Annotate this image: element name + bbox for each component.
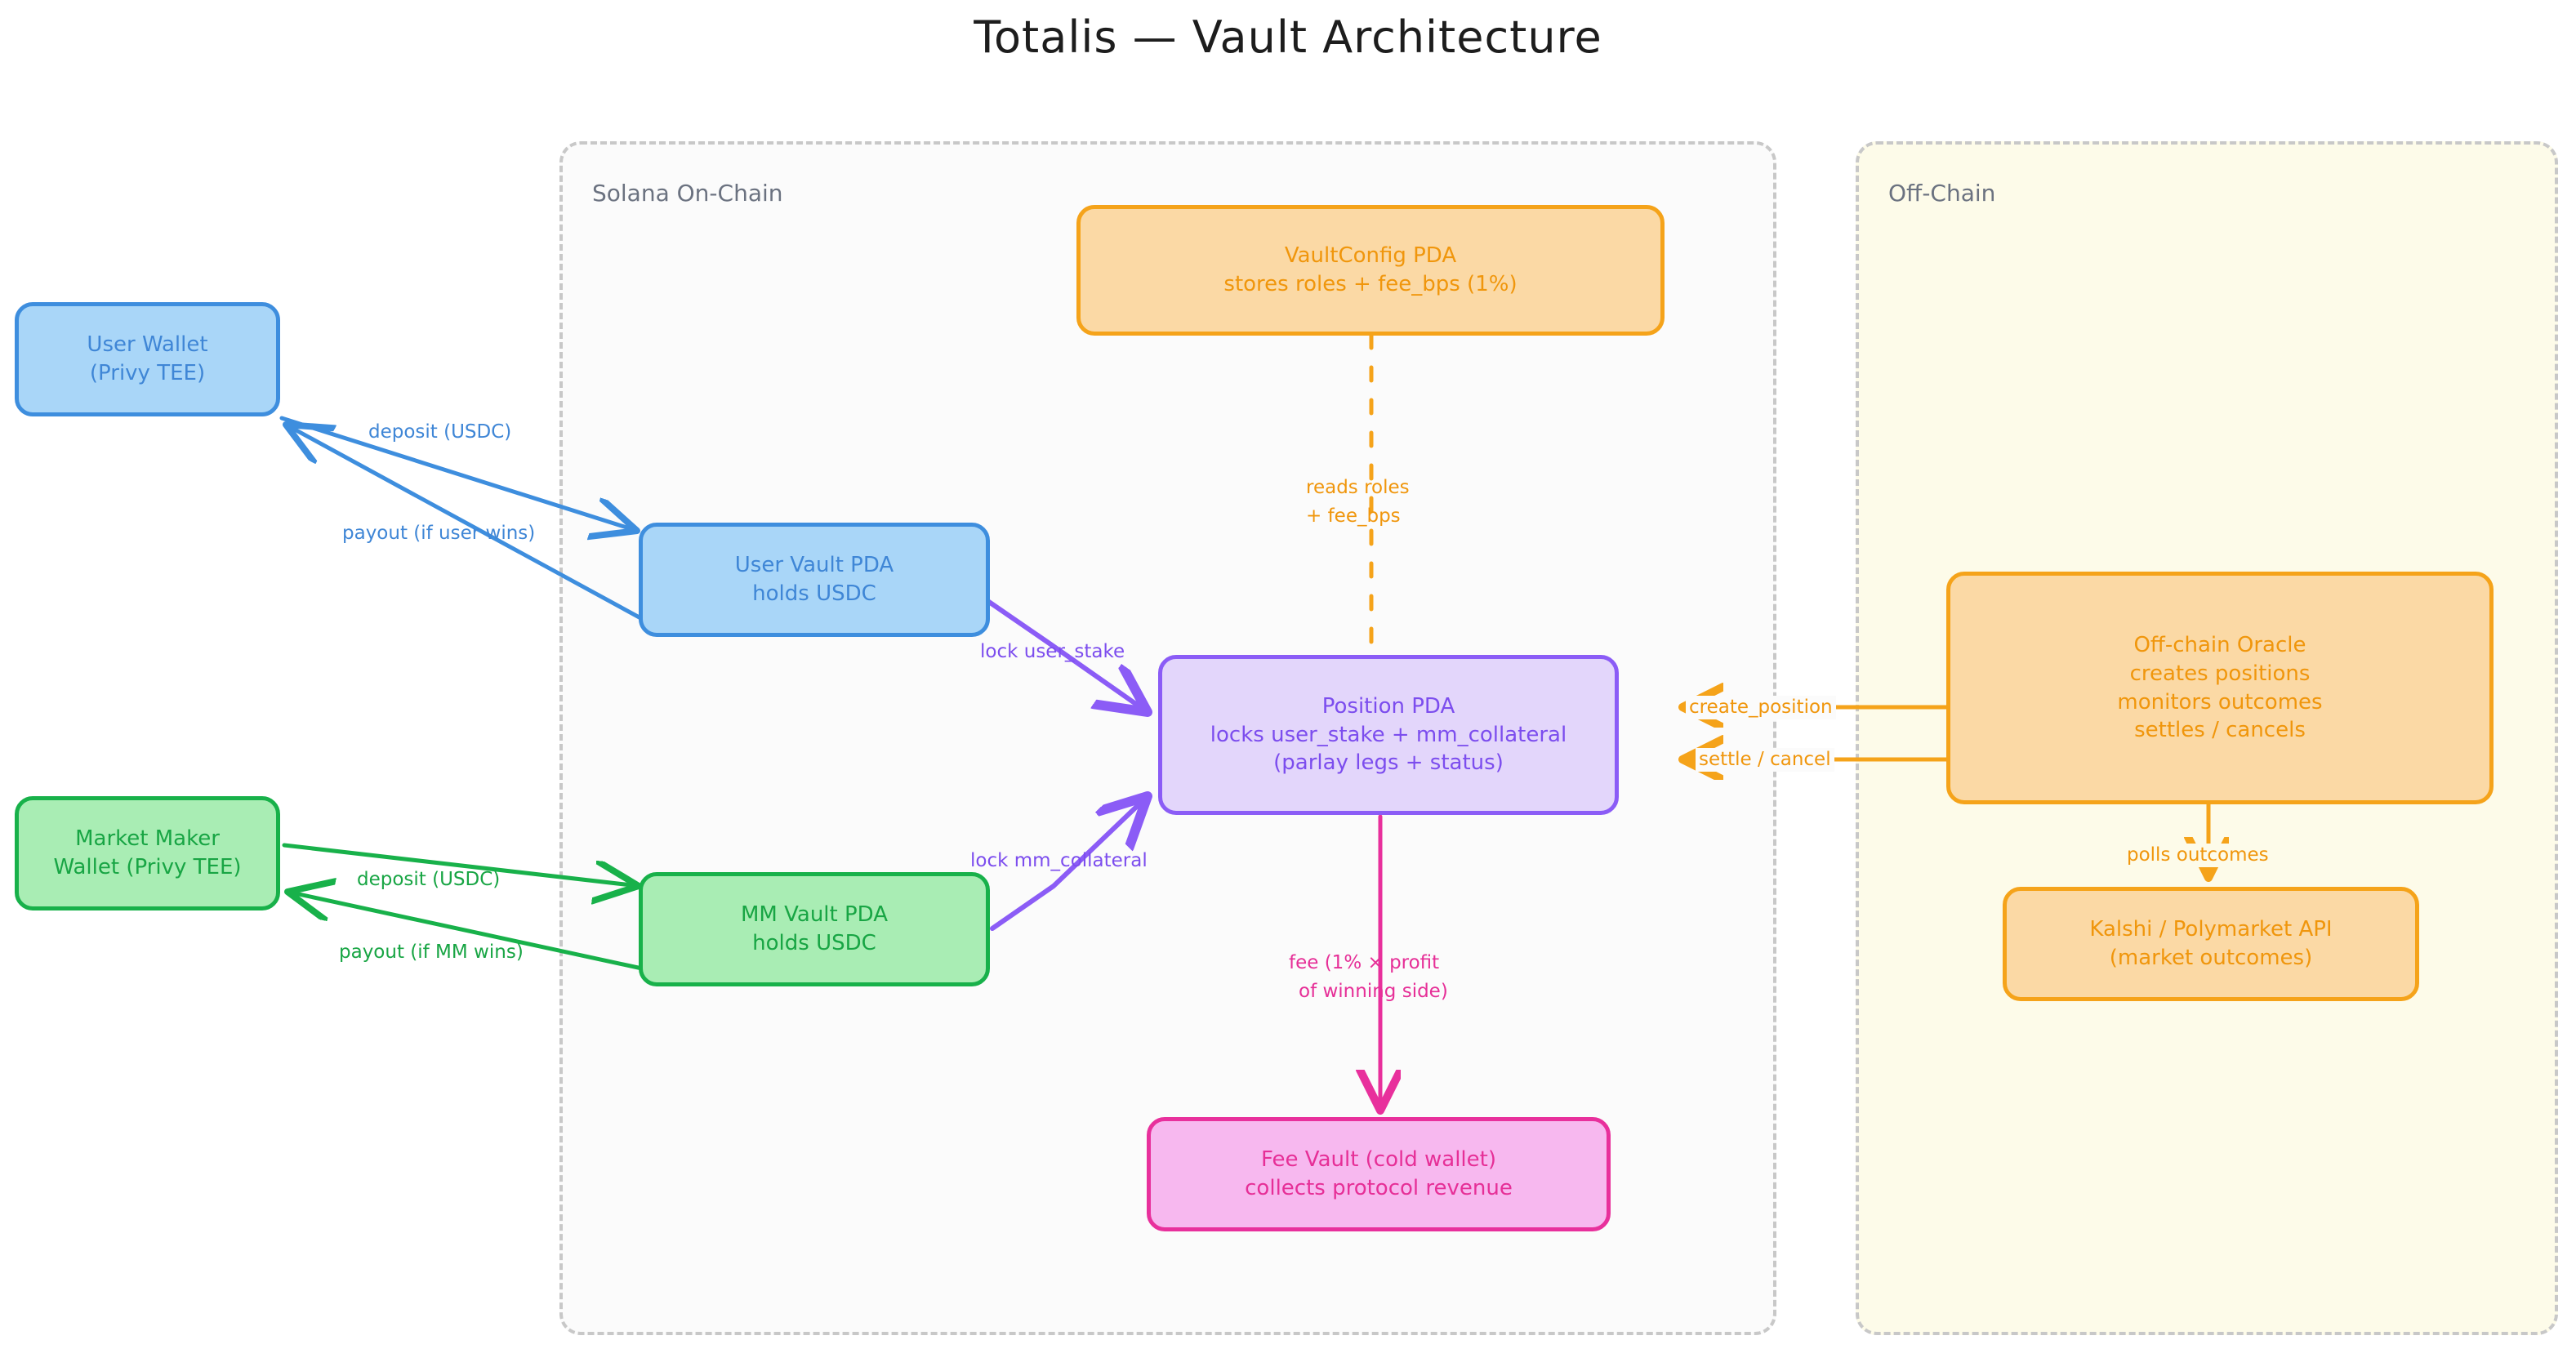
cluster-label-solana-onchain: Solana On-Chain bbox=[592, 180, 783, 207]
page-title: Totalis — Vault Architecture bbox=[974, 11, 1602, 63]
edge-label-lock-user-stake: lock user_stake bbox=[980, 641, 1125, 662]
edge-label-mm-payout: payout (if MM wins) bbox=[339, 942, 524, 963]
node-oracle-line-3: monitors outcomes bbox=[2117, 689, 2323, 715]
node-user-vault-line-2: holds USDC bbox=[752, 581, 876, 606]
node-mm-wallet[interactable]: Market Maker Wallet (Privy TEE) bbox=[15, 796, 280, 910]
node-off-chain-oracle[interactable]: Off-chain Oracle creates positions monit… bbox=[1946, 572, 2494, 804]
node-market-api-line-2: (market outcomes) bbox=[2109, 946, 2313, 970]
cluster-label-off-chain: Off-Chain bbox=[1888, 180, 1996, 207]
node-vault-config-line-1: VaultConfig PDA bbox=[1284, 243, 1457, 269]
edge-label-fee-line-2: of winning side) bbox=[1299, 981, 1448, 1002]
node-user-wallet-line-1: User Wallet bbox=[87, 332, 208, 358]
edge-label-polls-outcomes: polls outcomes bbox=[2124, 844, 2272, 867]
node-position-pda-line-2: locks user_stake + mm_collateral bbox=[1210, 722, 1567, 747]
node-mm-vault-line-2: holds USDC bbox=[752, 931, 876, 955]
node-position-pda[interactable]: Position PDA locks user_stake + mm_colla… bbox=[1158, 655, 1619, 815]
node-mm-wallet-line-2: Wallet (Privy TEE) bbox=[53, 855, 242, 879]
node-market-api[interactable]: Kalshi / Polymarket API (market outcomes… bbox=[2003, 887, 2419, 1001]
node-fee-vault[interactable]: Fee Vault (cold wallet) collects protoco… bbox=[1147, 1117, 1611, 1231]
edge-label-reads-roles-line-1: reads roles bbox=[1306, 477, 1410, 498]
node-mm-wallet-line-1: Market Maker bbox=[75, 826, 220, 852]
edge-label-user-deposit: deposit (USDC) bbox=[368, 421, 512, 443]
edge-label-create-position: create_position bbox=[1686, 696, 1836, 719]
node-user-vault-pda[interactable]: User Vault PDA holds USDC bbox=[639, 523, 990, 637]
edge-label-mm-deposit: deposit (USDC) bbox=[357, 869, 501, 890]
node-mm-vault-pda[interactable]: MM Vault PDA holds USDC bbox=[639, 872, 990, 986]
edge-label-lock-mm-collateral: lock mm_collateral bbox=[970, 850, 1148, 871]
node-fee-vault-line-2: collects protocol revenue bbox=[1245, 1176, 1513, 1200]
node-market-api-line-1: Kalshi / Polymarket API bbox=[2089, 917, 2333, 942]
node-oracle-line-4: settles / cancels bbox=[2134, 718, 2306, 743]
node-user-wallet-line-2: (Privy TEE) bbox=[89, 361, 206, 385]
edge-label-user-payout: payout (if user wins) bbox=[342, 523, 536, 544]
node-user-wallet[interactable]: User Wallet (Privy TEE) bbox=[15, 302, 280, 416]
node-oracle-line-1: Off-chain Oracle bbox=[2133, 632, 2306, 657]
node-mm-vault-line-1: MM Vault PDA bbox=[740, 902, 889, 928]
node-vault-config-pda[interactable]: VaultConfig PDA stores roles + fee_bps (… bbox=[1076, 205, 1665, 336]
node-position-pda-line-1: Position PDA bbox=[1321, 693, 1455, 719]
node-user-vault-line-1: User Vault PDA bbox=[734, 553, 894, 578]
node-vault-config-line-2: stores roles + fee_bps (1%) bbox=[1223, 272, 1518, 296]
node-fee-vault-line-1: Fee Vault (cold wallet) bbox=[1261, 1147, 1496, 1173]
edge-label-reads-roles-line-2: + fee_bps bbox=[1306, 505, 1401, 527]
node-oracle-line-2: creates positions bbox=[2129, 661, 2311, 686]
edge-label-fee-line-1: fee (1% × profit bbox=[1289, 952, 1440, 973]
node-position-pda-line-3: (parlay legs + status) bbox=[1273, 750, 1504, 776]
edge-label-settle-cancel: settle / cancel bbox=[1696, 748, 1834, 772]
